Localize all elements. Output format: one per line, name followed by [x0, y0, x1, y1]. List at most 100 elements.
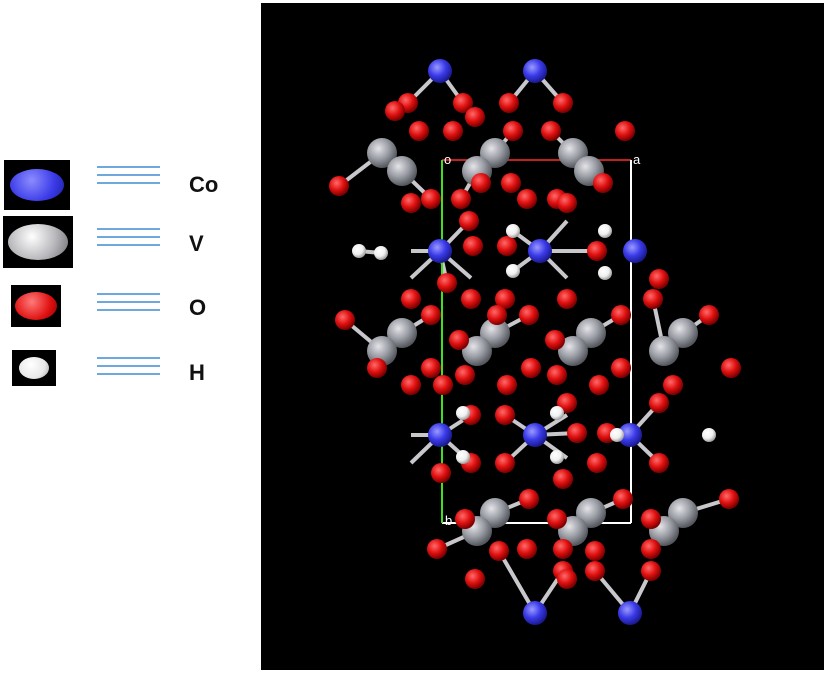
hydrogen-atom	[456, 450, 470, 464]
oxygen-atom	[431, 463, 451, 483]
oxygen-atom	[487, 305, 507, 325]
oxygen-atom	[409, 121, 429, 141]
vanadium-atom	[649, 336, 679, 366]
oxygen-atom	[497, 236, 517, 256]
oxygen-atom	[589, 375, 609, 395]
vanadium-atom	[387, 156, 417, 186]
oxygen-atom	[453, 93, 473, 113]
vanadium-atom	[387, 318, 417, 348]
cobalt-atom	[428, 239, 452, 263]
oxygen-atom	[497, 375, 517, 395]
oxygen-atom	[401, 193, 421, 213]
vanadium-atom	[558, 336, 588, 366]
cobalt-atom	[428, 59, 452, 83]
oxygen-atom	[553, 469, 573, 489]
hydrogen-atom	[506, 264, 520, 278]
oxygen-atom	[557, 289, 577, 309]
oxygen-atom	[401, 289, 421, 309]
oxygen-atom	[649, 453, 669, 473]
structure-canvas: o a b	[329, 59, 741, 625]
hydrogen-atom	[598, 266, 612, 280]
legend-lines	[97, 228, 160, 252]
cobalt-atom	[623, 239, 647, 263]
oxygen-atom	[547, 509, 567, 529]
oxygen-atom	[499, 93, 519, 113]
oxygen-atom	[587, 241, 607, 261]
oxygen-atom	[385, 101, 405, 121]
oxygen-atom	[517, 189, 537, 209]
hydrogen-atom	[374, 246, 388, 260]
oxygen-atom	[367, 358, 387, 378]
oxygen-atom	[455, 365, 475, 385]
oxygen-atom-icon	[11, 285, 61, 327]
hydrogen-atom	[550, 450, 564, 464]
oxygen-atom	[641, 561, 661, 581]
oxygen-atom	[649, 269, 669, 289]
cobalt-atom	[618, 601, 642, 625]
axis-label-a: a	[633, 152, 641, 167]
oxygen-atom	[329, 176, 349, 196]
vanadium-atom	[668, 318, 698, 348]
hydrogen-atom	[352, 244, 366, 258]
oxygen-atom	[663, 375, 683, 395]
oxygen-atom	[503, 121, 523, 141]
oxygen-atom	[557, 393, 577, 413]
oxygen-atom	[459, 211, 479, 231]
oxygen-atom	[557, 569, 577, 589]
legend-row-h: H	[0, 350, 250, 410]
legend-label-co: Co	[189, 172, 219, 197]
oxygen-atom	[615, 121, 635, 141]
atoms	[329, 59, 741, 625]
legend-lines	[97, 293, 160, 317]
oxygen-atom	[489, 541, 509, 561]
oxygen-atom	[585, 561, 605, 581]
hydrogen-atom	[610, 428, 624, 442]
oxygen-atom	[649, 393, 669, 413]
vanadium-atom	[367, 138, 397, 168]
oxygen-atom	[455, 509, 475, 529]
hydrogen-atom	[702, 428, 716, 442]
oxygen-atom	[465, 107, 485, 127]
oxygen-atom	[567, 423, 587, 443]
oxygen-atom	[495, 453, 515, 473]
oxygen-atom	[495, 405, 515, 425]
oxygen-atom	[463, 236, 483, 256]
oxygen-atom	[449, 330, 469, 350]
axis-label-origin: o	[444, 152, 451, 167]
legend-lines	[97, 166, 160, 190]
legend-label-h: H	[189, 360, 205, 385]
oxygen-atom	[401, 375, 421, 395]
hydrogen-atom	[456, 406, 470, 420]
oxygen-atom	[465, 569, 485, 589]
oxygen-atom	[471, 173, 491, 193]
cobalt-atom	[523, 601, 547, 625]
oxygen-atom	[421, 305, 441, 325]
oxygen-atom	[641, 539, 661, 559]
oxygen-atom	[593, 173, 613, 193]
oxygen-atom	[611, 358, 631, 378]
axis-label-b: b	[445, 513, 452, 528]
oxygen-atom	[553, 93, 573, 113]
vanadium-atom	[668, 498, 698, 528]
oxygen-atom	[719, 489, 739, 509]
oxygen-atom	[641, 509, 661, 529]
oxygen-atom	[521, 358, 541, 378]
oxygen-atom	[433, 375, 453, 395]
legend-lines	[97, 357, 160, 381]
oxygen-atom	[421, 358, 441, 378]
legend-label-o: O	[189, 295, 207, 320]
oxygen-atom	[451, 189, 471, 209]
oxygen-atom	[421, 189, 441, 209]
oxygen-atom	[545, 330, 565, 350]
oxygen-atom	[495, 289, 515, 309]
legend-label-v: V	[189, 231, 204, 256]
cobalt-atom	[428, 423, 452, 447]
oxygen-atom	[519, 489, 539, 509]
cobalt-atom	[618, 423, 642, 447]
hydrogen-atom	[550, 406, 564, 420]
oxygen-atom	[541, 121, 561, 141]
oxygen-atom	[461, 289, 481, 309]
oxygen-atom	[699, 305, 719, 325]
legend-row-v: V	[0, 216, 250, 276]
crystal-structure-viewer[interactable]: o a b	[261, 3, 824, 670]
